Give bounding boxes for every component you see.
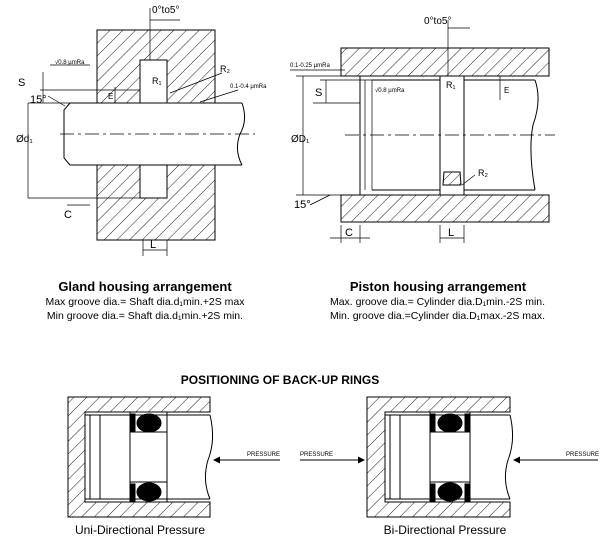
- gland-housing-diagram: [27, 8, 255, 256]
- uni-groove-bottom: [129, 481, 168, 503]
- bi-pressure-right-label: PRESSURE: [566, 452, 599, 458]
- piston-l-label: L: [448, 227, 454, 239]
- gland-finish-right-label: 0.1-0.4 µmRa: [230, 84, 267, 90]
- uni-groove-top: [129, 411, 168, 433]
- gland-r1-label: R₁: [152, 76, 162, 86]
- backup-heading: POSITIONING OF BACK-UP RINGS: [180, 373, 380, 387]
- piston-angle-label: 0°to5°: [424, 16, 451, 27]
- gland-c-label: C: [64, 209, 72, 221]
- piston-max-groove: Max. groove dia.= Cylinder dia.D₁min.-2S…: [329, 296, 546, 308]
- gland-title: Gland housing arrangement: [58, 279, 232, 294]
- piston-r1-label: R₁: [446, 80, 456, 90]
- piston-bottom-cylinder: [340, 194, 550, 223]
- gland-finish-left-label: √0.8 µmRa: [55, 59, 85, 66]
- gland-bottom-housing: [96, 164, 216, 241]
- uni-caption: Uni-Directional Pressure: [74, 523, 206, 537]
- gland-labels: 0°to5° √0.8 µmRa 0.1-0.4 µmRa R₁ R₂ S E …: [16, 5, 267, 251]
- piston-top-cylinder: [340, 47, 550, 77]
- piston-min-groove: Min. groove dia.=Cylinder dia.D₁max.-2S …: [329, 310, 546, 322]
- gland-s-label: S: [18, 77, 25, 89]
- gland-d1-label: Ød₁: [16, 134, 33, 145]
- piston-c-label: C: [345, 227, 353, 239]
- gland-angle15-label: 15°: [30, 94, 47, 106]
- bi-pressure-left-label: PRESSURE: [300, 452, 333, 458]
- piston-r2-label: R₂: [478, 168, 488, 178]
- bi-groove-bottom: [429, 481, 471, 503]
- gland-e-label: E: [108, 92, 113, 101]
- piston-body: [345, 75, 555, 196]
- gland-max-groove: Max groove dia.= Shaft dia.d₁min.+2S max: [45, 296, 245, 308]
- uni-directional-diagram: [67, 396, 280, 518]
- gland-r2-label: R₂: [220, 64, 230, 74]
- piston-d1-label: ØD₁: [291, 134, 310, 145]
- piston-e-label: E: [504, 86, 509, 95]
- gland-l-label: L: [150, 239, 156, 251]
- piston-housing-diagram: [290, 20, 555, 243]
- bi-directional-diagram: [300, 396, 598, 518]
- uni-pressure-label: PRESSURE: [247, 452, 280, 458]
- bi-groove-top: [429, 411, 471, 433]
- piston-labels: 0°to5° 0.1-0.25 µmRa √0.8 µmRa R₁ R₂ S E…: [290, 16, 509, 239]
- gland-angle-label: 0°to5°: [152, 5, 179, 16]
- gland-min-groove: Min groove dia.= Shaft dia.d₁min.+2S min…: [46, 310, 244, 322]
- piston-finish-left-label: 0.1-0.25 µmRa: [290, 63, 330, 69]
- gland-shaft: [60, 102, 255, 166]
- piston-finish-mid-label: √0.8 µmRa: [375, 87, 405, 94]
- bi-caption: Bi-Directional Pressure: [383, 523, 507, 537]
- piston-s-label: S: [315, 87, 322, 99]
- piston-angle15-label: 15°: [294, 199, 311, 211]
- piston-title: Piston housing arrangement: [349, 279, 527, 294]
